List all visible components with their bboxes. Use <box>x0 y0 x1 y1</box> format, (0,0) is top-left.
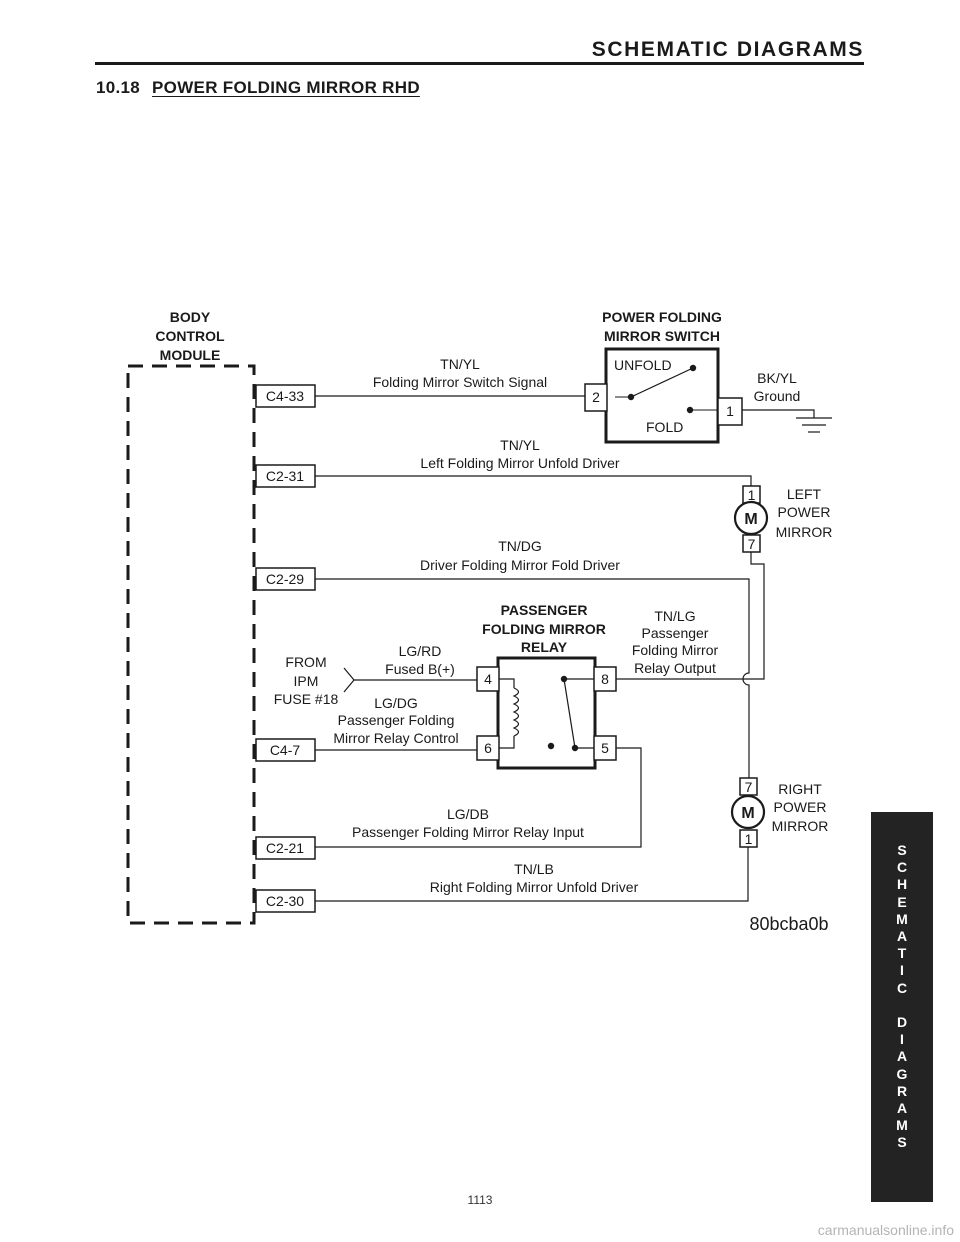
relay-pin-5: 5 <box>601 740 609 756</box>
wire-switch-signal-desc: Folding Mirror Switch Signal <box>373 374 547 390</box>
wire-left-unfold-color: TN/YL <box>500 437 540 453</box>
wire-driver-fold: TN/DG Driver Folding Mirror Fold Driver <box>315 538 750 778</box>
connector-c2-21-label: C2-21 <box>266 840 304 856</box>
wire-driver-fold-color: TN/DG <box>498 538 542 554</box>
bcm-connector-c4-7: C4-7 <box>255 738 316 762</box>
relay-title-line3: RELAY <box>521 639 568 655</box>
fuse-source-line3: FUSE #18 <box>274 691 339 707</box>
fuse-source-line2: IPM <box>294 673 319 689</box>
wire-relay-control-desc1: Passenger Folding <box>338 712 455 728</box>
right-power-mirror: 7 M 1 RIGHT POWER MIRROR <box>730 777 829 848</box>
wire-right-unfold-desc: Right Folding Mirror Unfold Driver <box>430 879 639 895</box>
wire-relay-output-color: TN/LG <box>654 608 695 624</box>
relay-title-line2: FOLDING MIRROR <box>482 621 606 637</box>
wire-fused-b-color: LG/RD <box>399 643 442 659</box>
bcm-label-line3: MODULE <box>160 347 221 363</box>
wire-relay-input: LG/DB Passenger Folding Mirror Relay Inp… <box>315 747 642 848</box>
right-mirror-label-line3: MIRROR <box>772 818 829 834</box>
page-number: 1113 <box>467 1193 493 1207</box>
figure-id: 80bcba0b <box>749 914 828 934</box>
power-folding-mirror-switch: POWER FOLDING MIRROR SWITCH UNFOLD FOLD … <box>584 309 743 444</box>
connector-c2-30-label: C2-30 <box>266 893 304 909</box>
left-power-mirror: 1 M 7 LEFT POWER MIRROR <box>733 485 833 553</box>
wire-relay-control-desc2: Mirror Relay Control <box>333 730 458 746</box>
connector-c2-31-label: C2-31 <box>266 468 304 484</box>
bcm-connector-c2-30: C2-30 <box>255 889 316 913</box>
side-tab-label: S C H E M A T I C D I A G R A M S <box>896 842 908 1151</box>
switch-pin-2: 2 <box>592 389 600 405</box>
ground-wire-color: BK/YL <box>757 370 797 386</box>
wire-relay-output-desc1: Passenger <box>642 625 709 641</box>
page-header-title: SCHEMATIC DIAGRAMS <box>591 38 864 61</box>
wire-switch-signal-color: TN/YL <box>440 356 480 372</box>
bcm-connector-c2-21: C2-21 <box>255 836 316 860</box>
wire-switch-signal: TN/YL Folding Mirror Switch Signal <box>315 356 585 397</box>
bcm-outline <box>126 364 256 925</box>
section-number: 10.18 <box>96 78 141 97</box>
section-title: POWER FOLDING MIRROR RHD <box>152 78 420 97</box>
right-mirror-label-line1: RIGHT <box>778 781 822 797</box>
body-control-module: BODY CONTROL MODULE <box>126 309 256 925</box>
bcm-label-line2: CONTROL <box>155 328 225 344</box>
wire-fused-b-desc: Fused B(+) <box>385 661 455 677</box>
fuse-source-ipm: FROM IPM FUSE #18 LG/RD Fused B(+) <box>274 643 477 707</box>
wire-relay-output: TN/LG Passenger Folding Mirror Relay Out… <box>632 608 719 676</box>
header-rule <box>95 62 864 65</box>
ground-wire-desc: Ground <box>754 388 801 404</box>
relay-pin-8: 8 <box>601 671 609 687</box>
wire-right-unfold-color: TN/LB <box>514 861 554 877</box>
switch-pin-1: 1 <box>726 403 734 419</box>
section-heading: 10.18 POWER FOLDING MIRROR RHD <box>96 78 420 98</box>
wire-relay-output-desc2: Folding Mirror <box>632 642 719 658</box>
wire-left-mirror-to-relay-output <box>595 552 765 680</box>
chapter-side-tab: S C H E M A T I C D I A G R A M S <box>871 812 933 1202</box>
left-mirror-label-line2: POWER <box>778 504 831 520</box>
bcm-connector-c2-31: C2-31 <box>255 464 316 488</box>
left-mirror-motor <box>733 500 769 536</box>
switch-title-line2: MIRROR SWITCH <box>604 328 720 344</box>
right-mirror-motor <box>730 794 766 830</box>
relay-pin-6: 6 <box>484 740 492 756</box>
wire-relay-input-color: LG/DB <box>447 806 489 822</box>
watermark: carmanualsonline.info <box>817 1222 954 1238</box>
relay-coil <box>512 687 520 737</box>
connector-c4-7-label: C4-7 <box>270 742 301 758</box>
connector-c4-33-label: C4-33 <box>266 388 304 404</box>
wire-relay-control-color: LG/DG <box>374 695 418 711</box>
switch-fold-label: FOLD <box>646 419 683 435</box>
fuse-source-line1: FROM <box>285 654 326 670</box>
wire-relay-input-desc: Passenger Folding Mirror Relay Input <box>352 824 584 840</box>
wire-right-unfold: TN/LB Right Folding Mirror Unfold Driver <box>315 847 749 902</box>
bcm-connector-c4-33: C4-33 <box>255 384 316 408</box>
relay-pin-4: 4 <box>484 671 492 687</box>
ground-symbol: BK/YL Ground <box>742 370 832 433</box>
left-mirror-pin-7: 7 <box>748 536 756 552</box>
right-mirror-label-line2: POWER <box>774 799 827 815</box>
left-mirror-pin-1: 1 <box>748 487 756 503</box>
wire-left-unfold: TN/YL Left Folding Mirror Unfold Driver <box>315 437 752 486</box>
passenger-folding-mirror-relay: PASSENGER FOLDING MIRROR RELAY 4 8 6 5 <box>476 602 617 770</box>
left-mirror-label-line3: MIRROR <box>776 524 833 540</box>
wire-relay-control: LG/DG Passenger Folding Mirror Relay Con… <box>315 695 477 751</box>
switch-title-line1: POWER FOLDING <box>602 309 722 325</box>
connector-c2-29-label: C2-29 <box>266 571 304 587</box>
wire-left-unfold-desc: Left Folding Mirror Unfold Driver <box>420 455 620 471</box>
wire-relay-output-desc3: Relay Output <box>634 660 716 676</box>
right-mirror-pin-7: 7 <box>745 779 753 795</box>
switch-unfold-label: UNFOLD <box>614 357 672 373</box>
relay-title-line1: PASSENGER <box>501 602 588 618</box>
left-mirror-motor-label: M <box>744 511 757 528</box>
left-mirror-label-line1: LEFT <box>787 486 822 502</box>
right-mirror-pin-1: 1 <box>745 831 753 847</box>
right-mirror-motor-label: M <box>741 805 754 822</box>
bcm-connector-c2-29: C2-29 <box>255 567 316 591</box>
wire-driver-fold-desc: Driver Folding Mirror Fold Driver <box>420 557 620 573</box>
bcm-label-line1: BODY <box>170 309 211 325</box>
